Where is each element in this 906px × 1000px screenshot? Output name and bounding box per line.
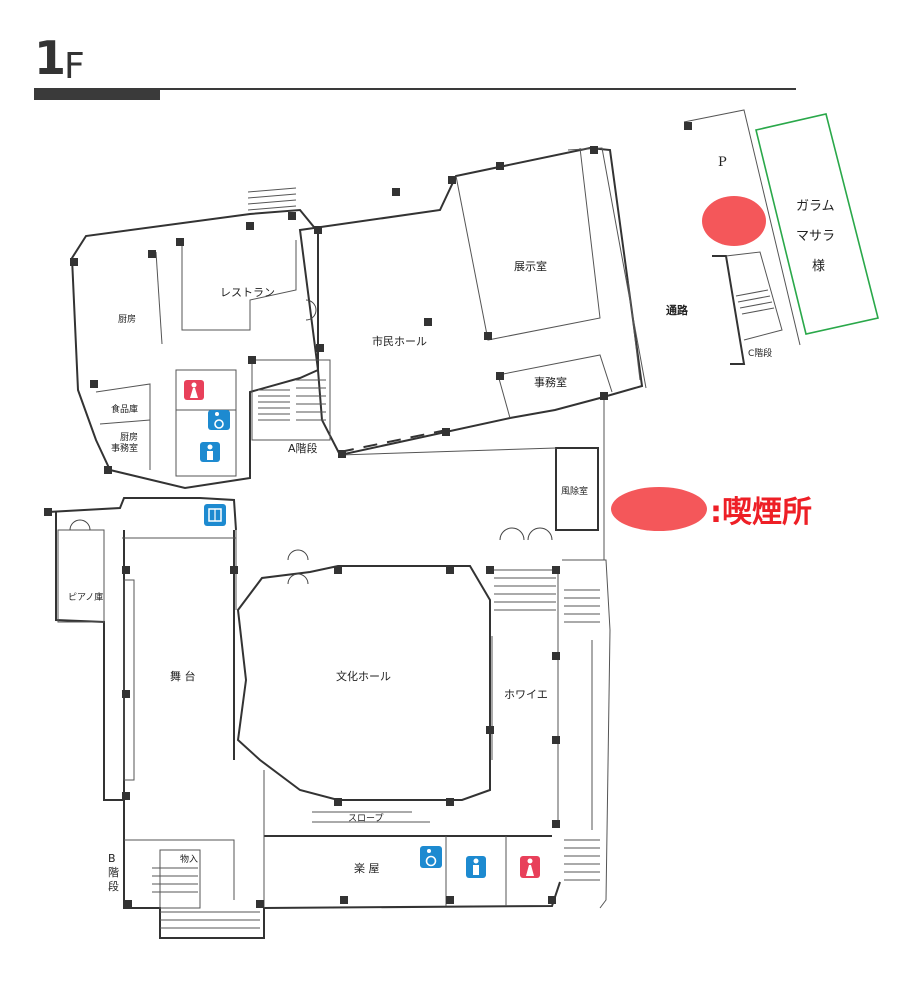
parking-area: P ガラム マサラ 様 C階段 通路 [666, 109, 879, 365]
room-label-restaurant: レストラン [220, 286, 275, 299]
room-label-kitchen-office-line2: 事務室 [111, 442, 138, 454]
legend: :喫煙所 [611, 487, 812, 531]
male-restroom-icon [200, 442, 220, 462]
neighbor-label-line1: ガラム [796, 199, 835, 214]
floor-suffix: F [64, 46, 85, 87]
accessible-restroom-icon [208, 410, 230, 430]
room-label-foyer: ホワイエ [504, 688, 548, 701]
legend-smoking-swatch [611, 487, 707, 531]
room-label-stairs-a: A階段 [288, 441, 318, 455]
female-restroom-icon [184, 380, 204, 400]
room-label-slope: スロープ [348, 813, 383, 824]
path-label: 通路 [666, 303, 689, 317]
neighbor-label-line3: 様 [812, 259, 825, 274]
upper-wing-walls [70, 146, 647, 490]
room-label-exhibition: 展示室 [514, 259, 547, 273]
neighbor-label-line2: マサラ [796, 229, 835, 244]
neighbor-building: ガラム マサラ 様 [755, 113, 879, 335]
room-label-kitchen-office-line1: 厨房 [120, 431, 138, 443]
door-swings [69, 299, 553, 585]
room-label-kitchen: 厨房 [118, 313, 136, 325]
room-label-culture-hall: 文化ホール [336, 669, 391, 683]
room-label-stairs-b-2: 階 [108, 865, 119, 879]
legend-smoking-label: :喫煙所 [710, 495, 812, 530]
room-label-office: 事務室 [534, 375, 567, 389]
lower-block-walls [47, 392, 611, 939]
facility-icons [184, 380, 540, 878]
room-label-civic-hall: 市民ホール [372, 334, 427, 348]
accessible-restroom-icon [420, 846, 442, 868]
floor-header: 1 F [34, 31, 796, 100]
male-restroom-icon [466, 856, 486, 878]
room-label-food-storage: 食品庫 [111, 403, 138, 415]
female-restroom-icon [520, 856, 540, 878]
elevator-icon [204, 504, 226, 526]
room-label-storage: 物入 [180, 853, 198, 865]
stairs-c-label: C階段 [748, 347, 772, 359]
header-rule [160, 88, 796, 90]
room-label-stairs-b-1: B [108, 852, 116, 865]
room-labels: 厨房 レストラン 市民ホール 展示室 事務室 食品庫 厨房 事務室 A階段 風除… [68, 259, 588, 893]
floor-number: 1 [34, 31, 66, 85]
room-label-stairs-b-3: 段 [108, 879, 119, 893]
structural-columns [44, 146, 608, 908]
stairs-c: C階段 [712, 251, 783, 365]
room-label-stage: 舞 台 [170, 669, 196, 683]
smoking-area-marker [702, 196, 766, 246]
room-label-dressing: 楽 屋 [354, 862, 380, 875]
parking-label: P [718, 155, 727, 170]
room-label-piano: ピアノ庫 [68, 591, 103, 603]
header-bar-thick [34, 88, 160, 100]
room-label-windbreak: 風除室 [561, 485, 588, 497]
